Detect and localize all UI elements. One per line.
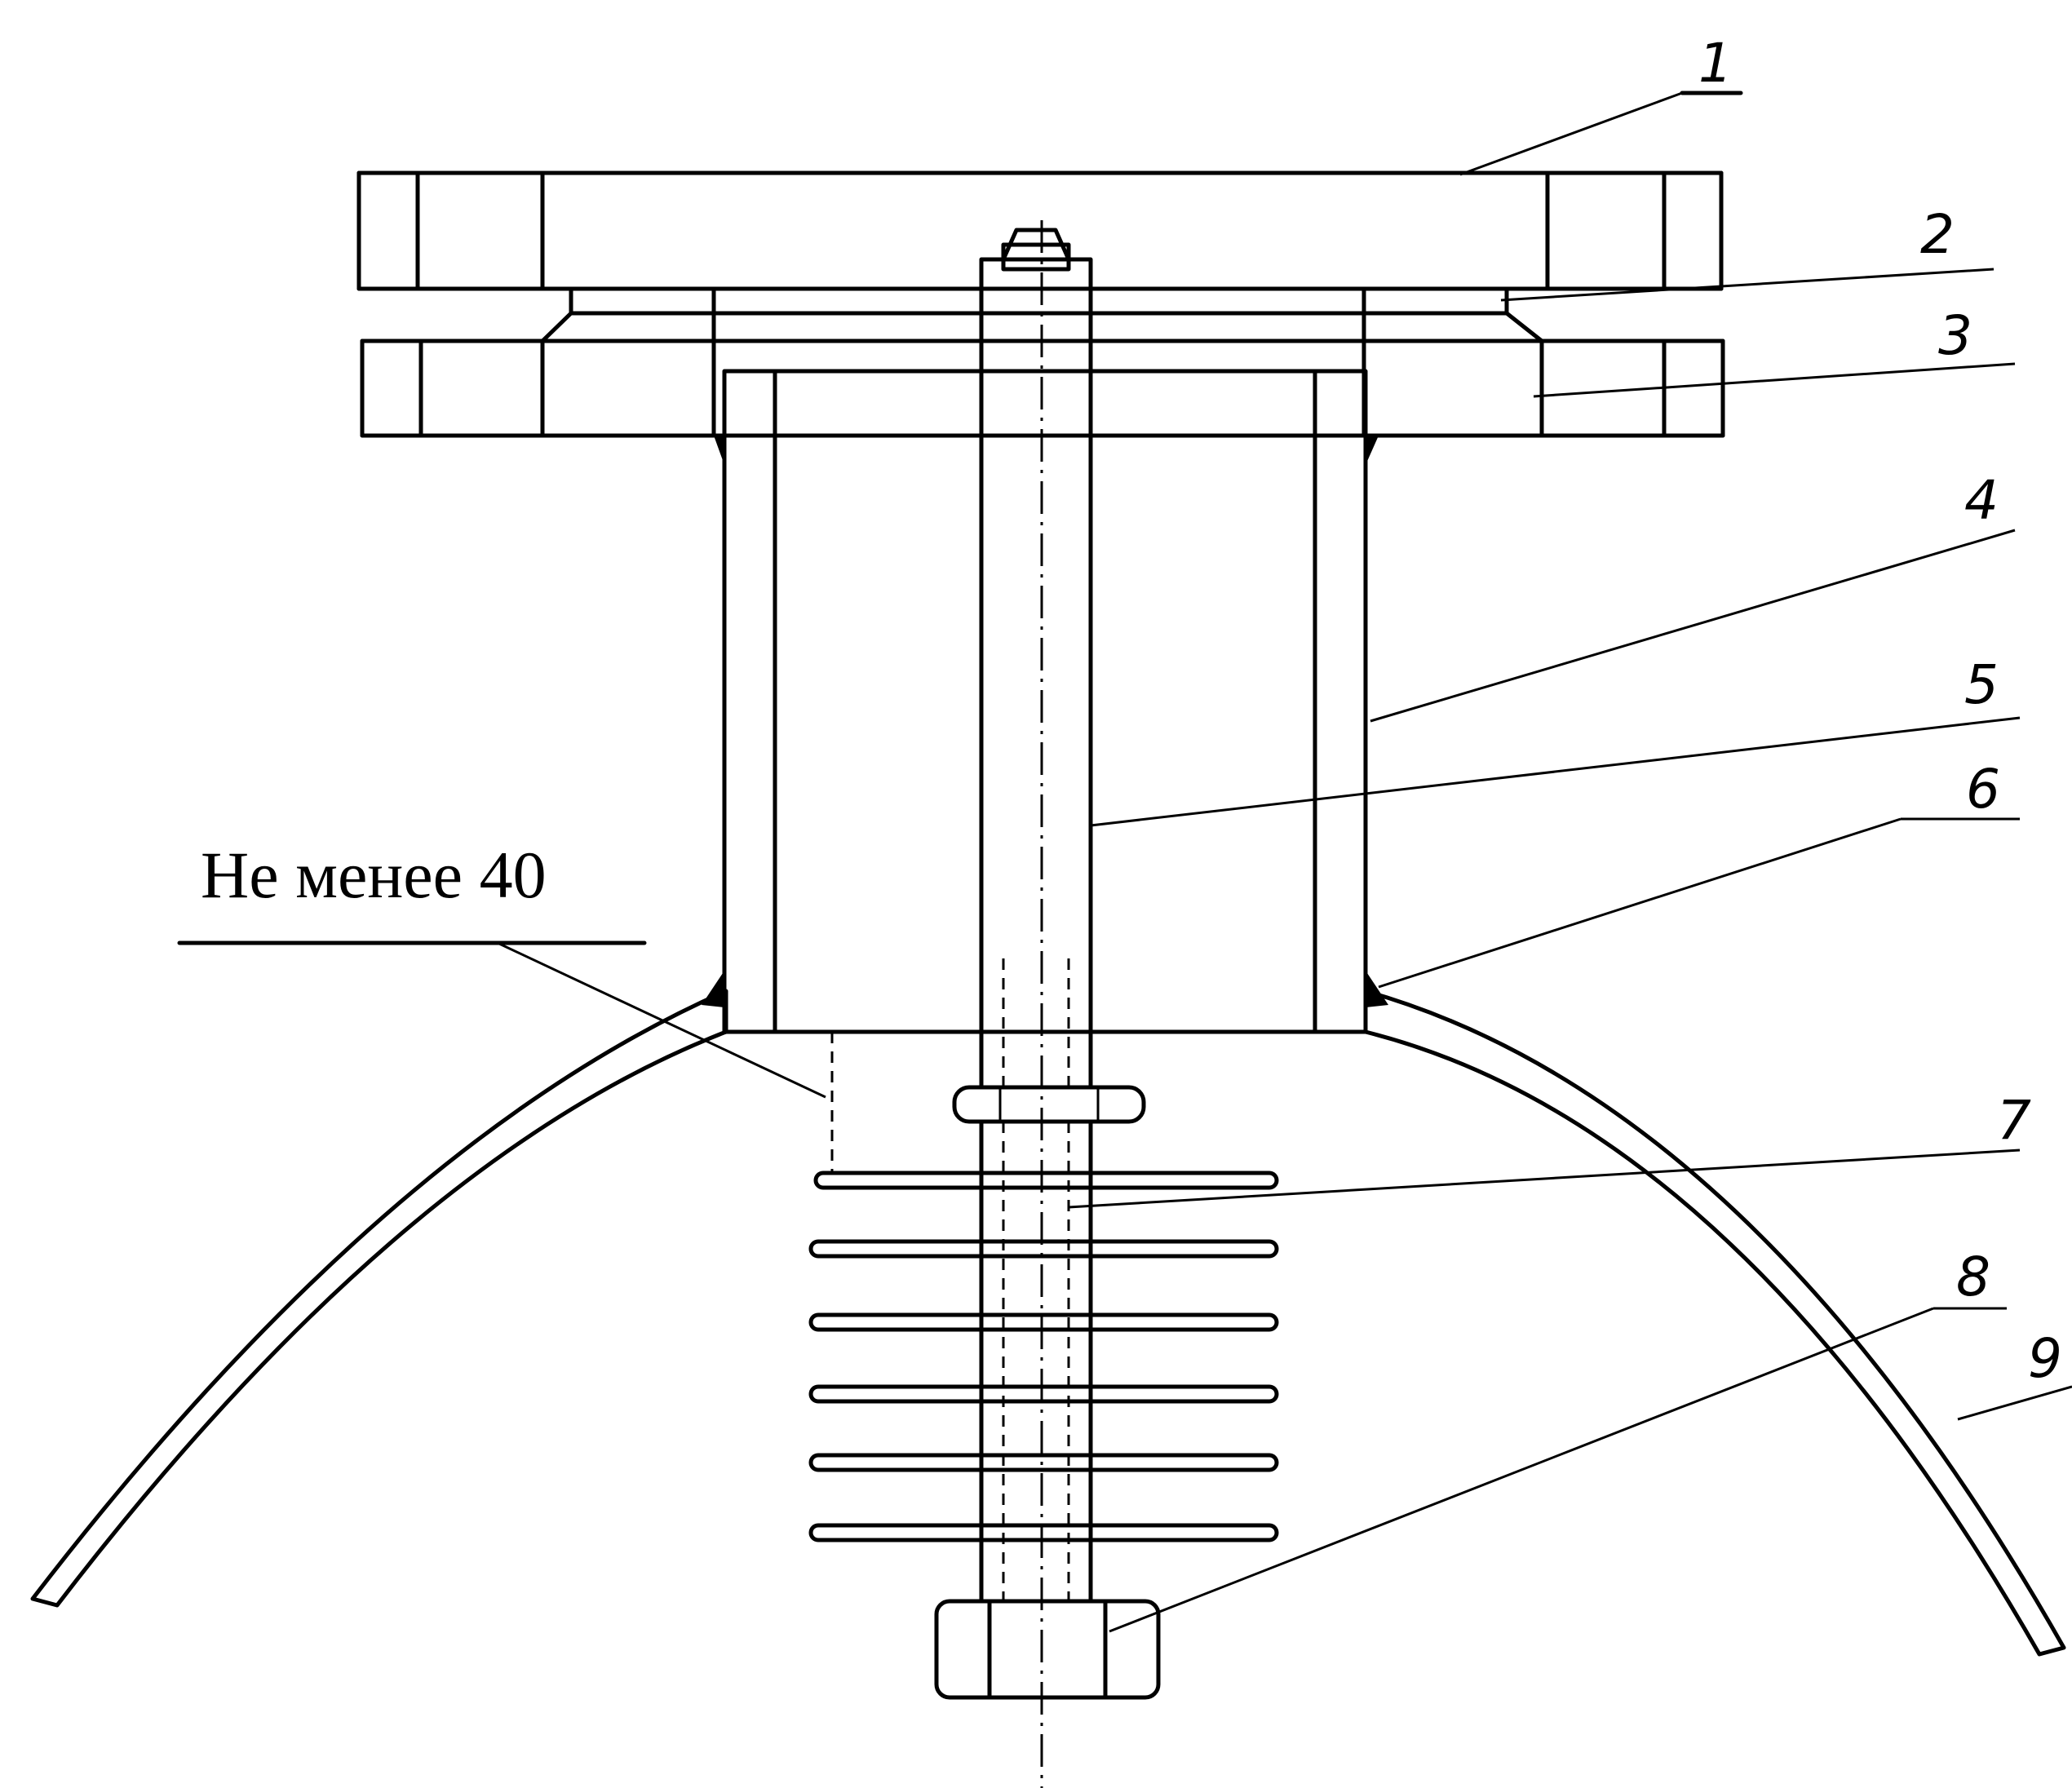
nozzle-pipe	[714, 369, 1379, 1034]
upper-nut	[952, 1085, 1146, 1124]
callout-3: 3	[1938, 304, 1972, 367]
threaded-stem	[979, 1119, 1093, 1604]
min-gap-note: Не менее 40	[201, 838, 547, 912]
callout-6: 6	[1966, 758, 2000, 821]
callout-9: 9	[2028, 1327, 2062, 1390]
callout-1: 1	[1698, 32, 1733, 95]
callout-4: 4	[1964, 469, 1999, 532]
callout-5: 5	[1964, 653, 1999, 716]
leader-lines	[1068, 91, 2072, 1633]
gasket	[569, 286, 1509, 316]
stud-rod	[979, 228, 1093, 1090]
callout-8: 8	[1956, 1246, 1990, 1308]
bottom-nut	[934, 1599, 1161, 1700]
spark-gap-fins	[808, 1171, 1279, 1542]
callout-labels: 1 2 3 4 5 6 7 8 9	[1698, 32, 2062, 1390]
callout-2: 2	[1920, 203, 1955, 266]
gap-dimension	[177, 940, 834, 1173]
vessel-shell	[30, 971, 2066, 1657]
callout-7: 7	[1997, 1089, 2031, 1152]
